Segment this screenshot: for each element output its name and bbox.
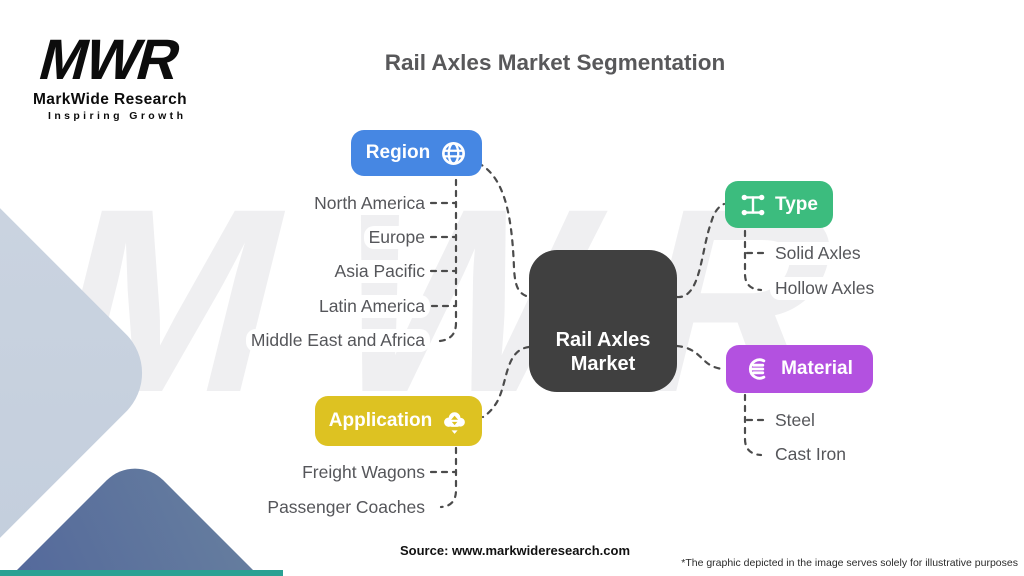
globe-icon xyxy=(440,140,467,167)
application-item-passenger-coaches: Passenger Coaches xyxy=(262,496,430,519)
central-node: Rail Axles Market xyxy=(529,250,677,392)
application-node: Application xyxy=(315,396,482,446)
connector-center-to-application xyxy=(481,345,531,419)
region-item-latin-america: Latin America xyxy=(313,295,430,318)
region-item-north-america: North America xyxy=(309,192,430,215)
central-node-label: Rail Axles Market xyxy=(555,329,651,375)
material-item-cast-iron: Cast Iron xyxy=(770,443,851,466)
material-node: Material xyxy=(726,345,873,393)
page-title: Rail Axles Market Segmentation xyxy=(384,50,726,75)
type-node: Type xyxy=(725,181,833,228)
cloud-transfer-icon xyxy=(440,407,468,435)
connector-center-to-type xyxy=(675,202,726,299)
connector-application-spine xyxy=(439,446,458,509)
source-text: Source: www.markwideresearch.com xyxy=(400,543,631,558)
type-item-hollow-axles: Hollow Axles xyxy=(770,277,880,300)
type-item-solid-axles: Solid Axles xyxy=(770,242,866,265)
region-item-asia-pacific: Asia Pacific xyxy=(329,260,430,283)
connector-center-to-material xyxy=(675,344,727,371)
connector-region-to-center xyxy=(476,161,531,299)
logo-tagline: Inspiring Growth xyxy=(48,110,187,122)
region-node-label: Region xyxy=(365,142,431,163)
connector-region-spine xyxy=(438,178,458,343)
connector-material-spine xyxy=(743,393,763,457)
application-node-label: Application xyxy=(328,410,433,431)
region-node: Region xyxy=(351,130,482,176)
material-item-steel: Steel xyxy=(770,409,820,432)
markwide-logo: MWR MarkWide Research Inspiring Growth xyxy=(32,28,187,122)
logo-monogram: MWR xyxy=(32,28,187,92)
application-item-freight-wagons: Freight Wagons xyxy=(297,461,430,484)
disclaimer-text: *The graphic depicted in the image serve… xyxy=(681,557,1018,569)
region-item-middle-east-africa: Middle East and Africa xyxy=(245,329,430,352)
type-node-label: Type xyxy=(775,193,818,215)
region-item-europe: Europe xyxy=(363,226,430,249)
steel-coil-icon xyxy=(746,356,772,382)
material-node-label: Material xyxy=(781,358,853,379)
decor-teal-strip xyxy=(0,570,283,576)
logo-name: MarkWide Research xyxy=(33,91,187,108)
axle-chassis-icon xyxy=(740,192,766,218)
connector-type-spine xyxy=(743,229,763,292)
